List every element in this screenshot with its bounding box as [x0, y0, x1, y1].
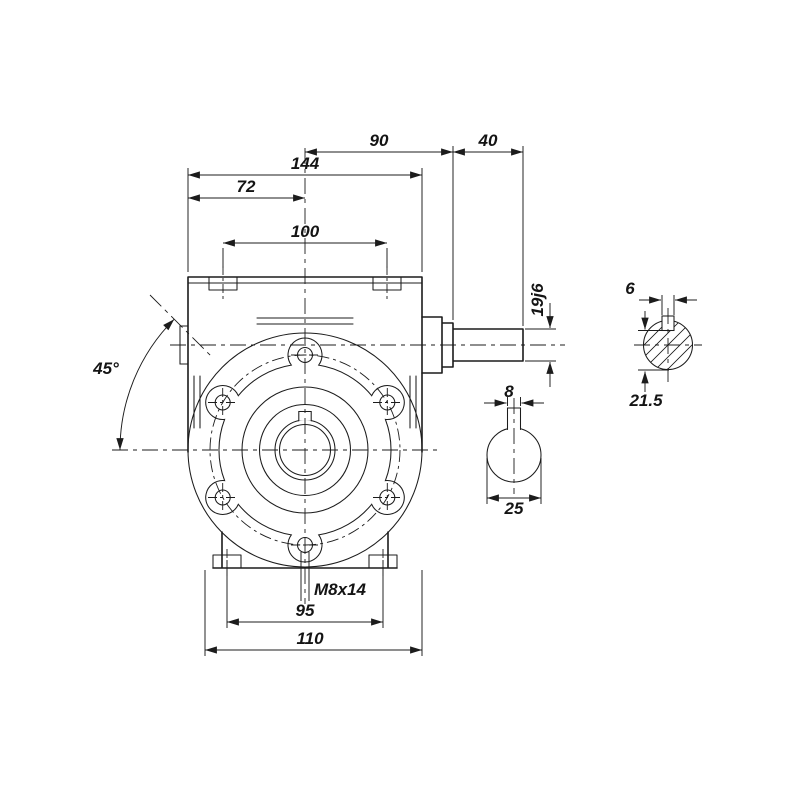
dim-label-95: 95: [296, 601, 315, 620]
key-detail: [486, 398, 542, 494]
dim-label-8: 8: [504, 382, 514, 401]
housing-ribs: [193, 317, 417, 429]
dim-label-45deg: 45°: [92, 359, 119, 378]
dim-label-90: 90: [370, 131, 389, 150]
housing-outline: [179, 276, 423, 569]
dim-arc-45deg: [116, 318, 175, 451]
main-centerlines: [112, 148, 565, 604]
hub-circle: [258, 403, 352, 497]
dim-label-110: 110: [296, 629, 324, 648]
dim-label-6: 6: [625, 279, 635, 298]
centerlines: [112, 148, 565, 604]
key-stem-mask: [507, 408, 521, 430]
dimension-labels: 90 40 144 72 100 45° 19j6 6 21.5 8 25 95…: [92, 131, 663, 648]
bore-keyway-mask: [298, 411, 312, 421]
flange-scalloped-outline: [205, 337, 405, 563]
thread-callout-label: M8x14: [314, 580, 367, 599]
dim-label-100: 100: [291, 222, 320, 241]
dim-label-144: 144: [291, 154, 320, 173]
dim-label-19j6: 19j6: [528, 283, 547, 317]
dim-label-25: 25: [504, 499, 524, 518]
extension-lines: [187, 146, 675, 656]
dimension-lines: [116, 148, 697, 654]
dim-label-40: 40: [478, 131, 498, 150]
extension-lines-group: [187, 146, 675, 656]
dim-label-21-5: 21.5: [628, 391, 663, 410]
shaft-section-detail: [634, 308, 702, 382]
dim-label-72: 72: [237, 177, 256, 196]
